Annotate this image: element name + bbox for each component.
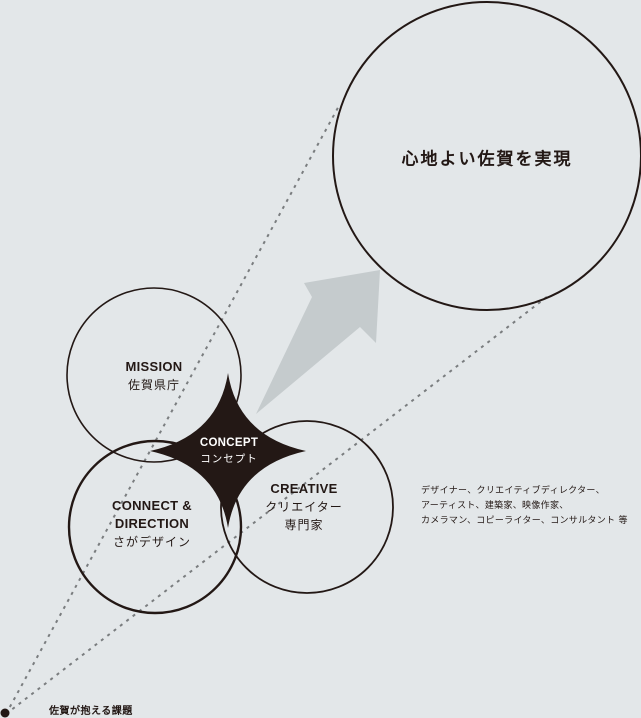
origin-dot-icon [0, 708, 10, 718]
connect-title-line1: CONNECT & [112, 498, 192, 513]
concept-title: CONCEPT [199, 437, 259, 449]
goal-circle [332, 1, 641, 311]
creative-subtitle-line1: クリエイター [265, 500, 343, 514]
creative-label: CREATIVE クリエイター 専門家 [265, 480, 343, 534]
mission-subtitle: 佐賀県庁 [127, 378, 180, 392]
connect-title-line2: DIRECTION [114, 516, 190, 531]
dotted-line-lower [5, 295, 549, 715]
creative-members-list: デザイナー、クリエイティブディレクター、 アーティスト、建築家、映像作家、 カメ… [421, 484, 628, 529]
concept-label: CONCEPT コンセプト [200, 435, 258, 467]
members-line: カメラマン、コピーライター、コンサルタント 等 [421, 516, 628, 526]
members-line: デザイナー、クリエイティブディレクター、 [421, 486, 605, 496]
origin-label: 佐賀が抱える課題 [49, 706, 133, 717]
mission-title: MISSION [125, 359, 183, 374]
goal-label: 心地よい佐賀を実現 [401, 149, 573, 170]
growth-arrow-icon [256, 270, 380, 414]
perspective-lines [5, 103, 549, 715]
concept-subtitle: コンセプト [200, 453, 258, 465]
connect-subtitle: さがデザイン [112, 535, 192, 549]
creative-title: CREATIVE [270, 481, 338, 496]
connect-circle [67, 439, 243, 615]
mission-label: MISSION 佐賀県庁 [126, 358, 183, 394]
concept-star-icon [150, 373, 306, 528]
creative-subtitle-line2: 専門家 [284, 518, 324, 532]
dotted-line-upper [5, 103, 341, 715]
members-line: アーティスト、建築家、映像作家、 [421, 501, 569, 511]
connect-label: CONNECT & DIRECTION さがデザイン [112, 497, 192, 551]
creative-circle [220, 420, 394, 594]
mission-circle [66, 287, 242, 463]
